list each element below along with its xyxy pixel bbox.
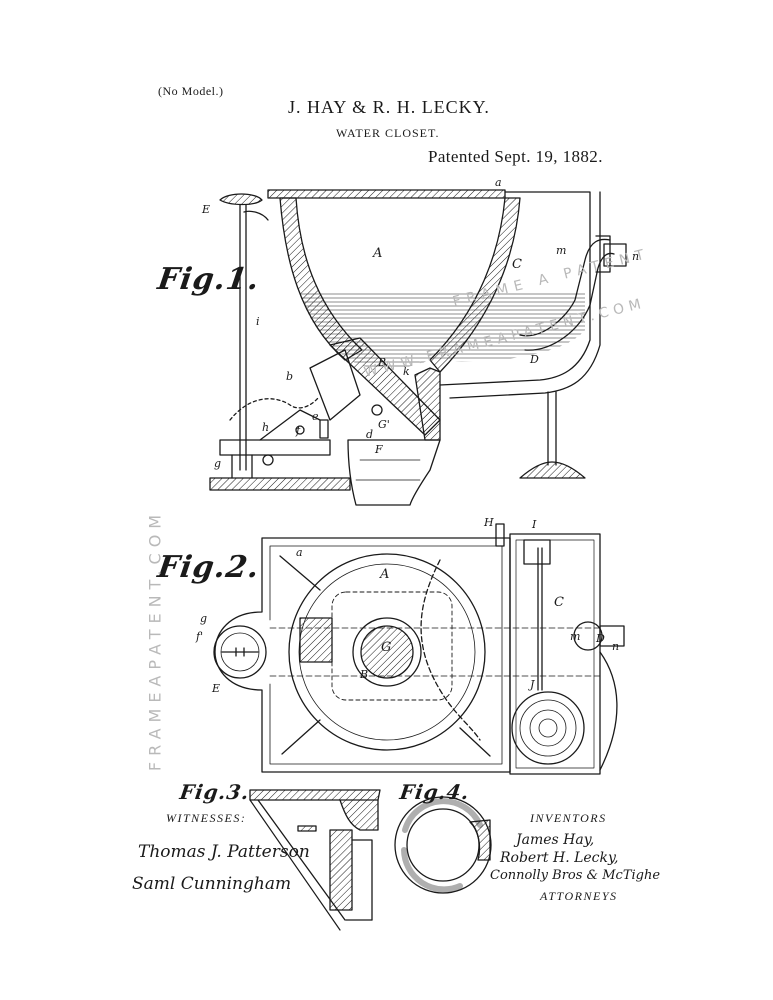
fig1-part-A: A xyxy=(373,246,383,261)
fig2-part-a: a xyxy=(296,546,303,559)
fig2-part-A: A xyxy=(380,567,390,582)
fig2-part-C: C xyxy=(554,595,564,610)
no-model-note: (No Model.) xyxy=(158,84,224,98)
fig1-part-D: D xyxy=(530,353,539,366)
patent-date: Patented Sept. 19, 1882. xyxy=(428,147,603,166)
fig1-part-b: b xyxy=(286,370,294,383)
fig2-part-g: g xyxy=(200,612,208,625)
fig4-drawing xyxy=(394,796,492,894)
fig4-label: Fig.4. xyxy=(398,780,472,804)
fig1-part-n: n xyxy=(632,250,640,263)
attorneys-signature: Connolly Bros & McTighe xyxy=(490,868,661,883)
fig2-drawing xyxy=(213,523,625,775)
inventor-signature-2: Robert H. Lecky, xyxy=(500,850,619,866)
patent-subject: WATER CLOSET. xyxy=(336,126,440,140)
fig1-part-F: F xyxy=(375,443,383,456)
witnesses-heading: WITNESSES: xyxy=(166,811,247,825)
inventors-heading: INVENTORS xyxy=(530,811,607,825)
fig1-part-d: d xyxy=(366,428,374,441)
fig1-label: Fig.1. xyxy=(155,262,262,297)
fig1-part-h: h xyxy=(262,421,270,434)
fig2-part-G: G xyxy=(381,640,392,655)
fig2-part-B: B xyxy=(360,668,369,681)
fig2-part-n: n xyxy=(612,640,620,653)
fig2-part-m: m xyxy=(570,630,581,643)
fig3-drawing xyxy=(249,789,381,931)
fig2-part-D: D xyxy=(596,632,605,645)
patent-inventors-title: J. HAY & R. H. LECKY. xyxy=(288,97,490,117)
fig1-part-m: m xyxy=(556,244,567,257)
attorneys-heading: ATTORNEYS xyxy=(540,889,618,903)
fig1-drawing xyxy=(209,189,627,506)
fig1-part-a: a xyxy=(495,176,502,189)
fig3-label: Fig.3. xyxy=(178,780,252,804)
fig2-label: Fig.2. xyxy=(155,550,262,585)
watermark-side: FRAMEAPATENT.COM xyxy=(145,508,165,772)
inventor-signature-1: James Hay, xyxy=(516,832,595,848)
fig1-part-G: G' xyxy=(378,418,390,431)
fig2-part-f: f' xyxy=(196,630,204,643)
witness-signature-1: Thomas J. Patterson xyxy=(138,842,310,862)
witness-signature-2: Saml Cunningham xyxy=(132,874,292,894)
fig1-part-B: B xyxy=(378,356,387,369)
fig2-part-E: E xyxy=(212,682,221,695)
fig1-part-C: C xyxy=(512,257,522,272)
fig1-part-e: e xyxy=(312,410,319,423)
fig2-part-H: H xyxy=(484,516,494,529)
fig2-part-I: I xyxy=(532,518,537,531)
fig2-part-J: J xyxy=(530,678,535,691)
fig1-part-k: k xyxy=(403,365,410,378)
fig1-part-i: i xyxy=(256,315,260,328)
fig1-part-f: f xyxy=(296,424,301,437)
fig1-part-g: g xyxy=(214,457,222,470)
fig1-part-E: E xyxy=(202,203,211,216)
